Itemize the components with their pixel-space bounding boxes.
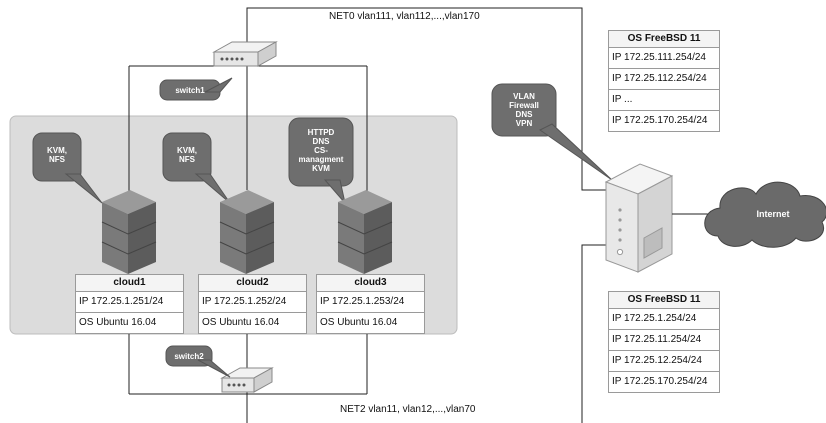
router-bottom-row: IP 172.25.11.254/24 xyxy=(609,329,719,350)
cloud2-ip: IP 172.25.1.252/24 xyxy=(199,291,306,312)
router-top-row: IP 172.25.111.254/24 xyxy=(609,47,719,68)
cloud3-os: OS Ubuntu 16.04 xyxy=(317,312,424,333)
cloud1-header: cloud1 xyxy=(76,275,183,291)
router-bottom-row: IP 172.25.170.254/24 xyxy=(609,371,719,392)
switch1-icon xyxy=(212,41,278,67)
callouts xyxy=(32,77,613,378)
switch2-label: switch2 xyxy=(174,352,204,361)
cloud1-table: cloud1 IP 172.25.1.251/24 OS Ubuntu 16.0… xyxy=(75,274,184,334)
server-cloud2-icon xyxy=(219,190,275,274)
router-bottom-header: OS FreeBSD 11 xyxy=(609,292,719,308)
router-top-header: OS FreeBSD 11 xyxy=(609,31,719,47)
cloud3-callout xyxy=(288,117,354,187)
cloud3-table: cloud3 IP 172.25.1.253/24 OS Ubuntu 16.0… xyxy=(316,274,425,334)
router-top-row: IP 172.25.112.254/24 xyxy=(609,68,719,89)
cloud3-header: cloud3 xyxy=(317,275,424,291)
router-icon xyxy=(604,163,674,273)
switch1-label: switch1 xyxy=(175,86,205,95)
server-cloud3-icon xyxy=(337,190,393,274)
cloud1-callout xyxy=(32,132,82,182)
router-bottom-table: OS FreeBSD 11 IP 172.25.1.254/24 IP 172.… xyxy=(608,291,720,393)
switch2-icon xyxy=(220,367,274,393)
net2-line xyxy=(581,244,610,423)
cloud2-os: OS Ubuntu 16.04 xyxy=(199,312,306,333)
cloud2-callout-text: KVM,NFS xyxy=(177,146,197,164)
cloud1-os: OS Ubuntu 16.04 xyxy=(76,312,183,333)
internet-label: Internet xyxy=(756,209,790,219)
net0-label: NET0 vlan111, vlan112,...,vlan170 xyxy=(329,11,480,22)
cloud1-ip: IP 172.25.1.251/24 xyxy=(76,291,183,312)
router-top-row: IP 172.25.170.254/24 xyxy=(609,110,719,131)
cloud2-table: cloud2 IP 172.25.1.252/24 OS Ubuntu 16.0… xyxy=(198,274,307,334)
router-callout xyxy=(491,83,557,137)
net2-label: NET2 vlan11, vlan12,...,vlan70 xyxy=(340,404,476,415)
router-bottom-row: IP 172.25.1.254/24 xyxy=(609,308,719,329)
router-bottom-row: IP 172.25.12.254/24 xyxy=(609,350,719,371)
net0-line xyxy=(246,7,610,191)
cloud2-header: cloud2 xyxy=(199,275,306,291)
cloud2-callout xyxy=(162,132,212,182)
router-top-row: IP ... xyxy=(609,89,719,110)
cloud1-callout-text: KVM,NFS xyxy=(47,146,67,164)
server-cloud1-icon xyxy=(101,190,157,274)
cloud3-ip: IP 172.25.1.253/24 xyxy=(317,291,424,312)
internet-cloud-icon xyxy=(672,181,826,248)
router-top-table: OS FreeBSD 11 IP 172.25.111.254/24 IP 17… xyxy=(608,30,720,132)
